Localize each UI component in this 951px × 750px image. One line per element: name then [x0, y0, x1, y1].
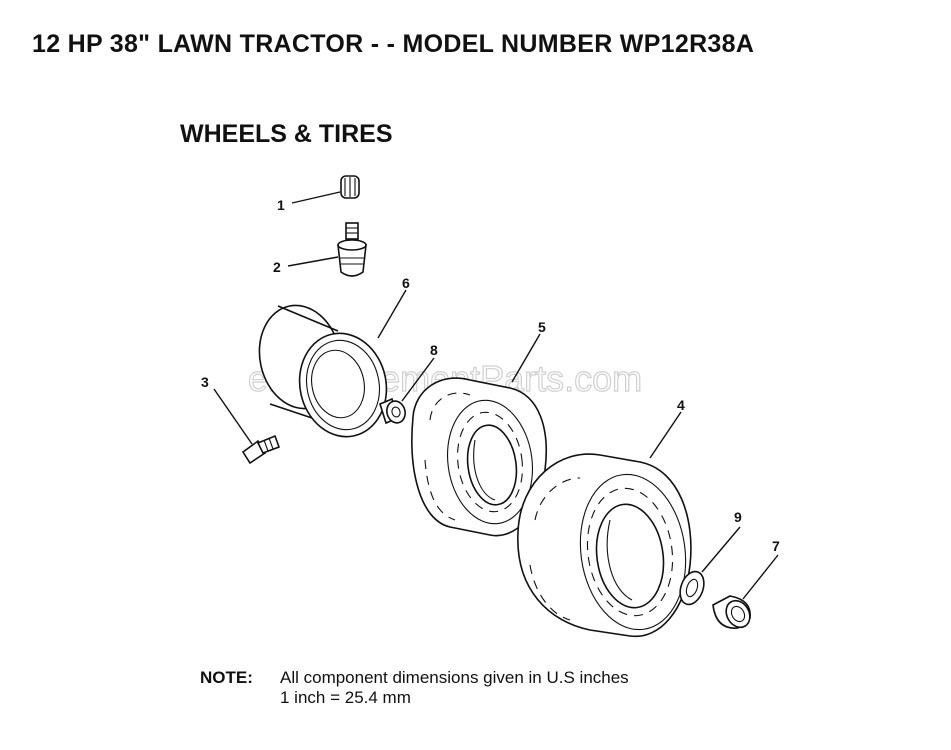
callout-5: 5: [538, 319, 546, 335]
part-valve-stem[interactable]: [337, 222, 367, 277]
leader-line-1: [291, 191, 341, 204]
callout-4: 4: [677, 397, 685, 413]
part-wheel-rim[interactable]: [250, 298, 396, 445]
note-line-1: NOTE: All component dimensions given in U…: [200, 668, 629, 688]
callout-6: 6: [402, 275, 410, 291]
note-label: NOTE:: [200, 668, 253, 687]
leader-line-8: [401, 357, 435, 402]
callout-9: 9: [734, 509, 742, 525]
part-valve-cap[interactable]: [340, 175, 360, 199]
dimension-note: NOTE: All component dimensions given in U…: [200, 668, 629, 708]
note-text-2: 1 inch = 25.4 mm: [280, 688, 411, 707]
leader-line-7: [742, 554, 779, 600]
callout-8: 8: [430, 342, 438, 358]
leader-line-2: [287, 256, 339, 267]
part-washer[interactable]: [676, 568, 708, 607]
note-text-1: All component dimensions given in U.S in…: [280, 668, 629, 687]
leader-line-6: [377, 289, 407, 339]
callout-2: 2: [273, 259, 281, 275]
leader-line-4: [649, 411, 682, 459]
part-tire-inner[interactable]: [411, 377, 548, 537]
part-bushing[interactable]: [379, 397, 408, 425]
callout-3: 3: [201, 374, 209, 390]
callout-1: 1: [277, 197, 285, 213]
page-title: 12 HP 38" LAWN TRACTOR - - MODEL NUMBER …: [32, 30, 755, 58]
part-spacer-sleeve[interactable]: [712, 595, 755, 632]
section-title: WHEELS & TIRES: [180, 120, 393, 148]
leader-line-5: [511, 333, 541, 383]
callout-7: 7: [772, 538, 780, 554]
leader-line-9: [701, 526, 741, 573]
leader-line-3: [213, 388, 253, 445]
part-lug-bolt[interactable]: [241, 434, 281, 465]
part-tire-outer[interactable]: [517, 453, 696, 638]
